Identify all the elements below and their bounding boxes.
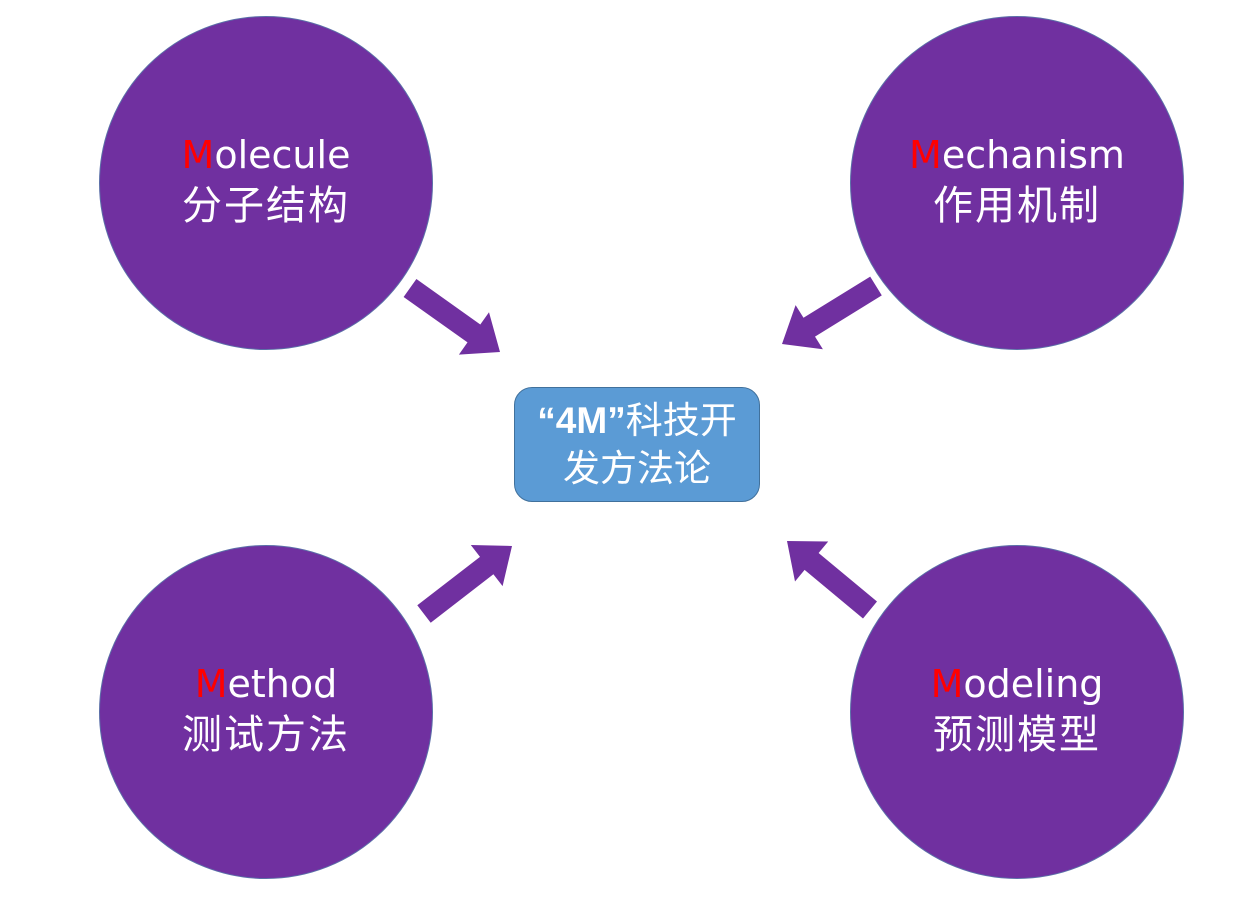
center-line-1: “4M”科技开 (515, 397, 759, 445)
node-initial: M (909, 133, 942, 177)
node-initial: M (930, 662, 964, 706)
node-title: Molecule (100, 132, 432, 178)
center-line-1-rest: 科技开 (625, 398, 737, 442)
node-subtitle: 预测模型 (933, 712, 1101, 758)
node-title-rest: olecule (214, 133, 351, 177)
node-initial: M (181, 133, 215, 177)
node-title-rest: odeling (963, 662, 1104, 706)
node-title: Method (100, 661, 432, 707)
node-mechanism: Mechanism 作用机制 (850, 16, 1184, 350)
arrow-mechanism-to-center (782, 276, 882, 350)
node-title-rest: echanism (941, 133, 1125, 177)
node-initial: M (194, 662, 228, 706)
arrow-molecule-to-center (403, 279, 500, 355)
arrow-modeling-to-center (787, 541, 877, 619)
arrow-method-to-center (417, 545, 512, 623)
center-4m: “4M” (537, 399, 626, 441)
node-method: Method 测试方法 (99, 545, 433, 879)
node-title: Modeling (851, 661, 1183, 707)
node-subtitle: 测试方法 (182, 712, 350, 758)
node-title: Mechanism (851, 132, 1183, 178)
center-box: “4M”科技开 发方法论 (514, 387, 760, 502)
node-title-rest: ethod (227, 662, 338, 706)
node-molecule: Molecule 分子结构 (99, 16, 433, 350)
node-subtitle: 分子结构 (182, 183, 350, 229)
node-subtitle: 作用机制 (933, 183, 1101, 229)
node-modeling: Modeling 预测模型 (850, 545, 1184, 879)
center-line-2: 发方法论 (563, 446, 711, 490)
